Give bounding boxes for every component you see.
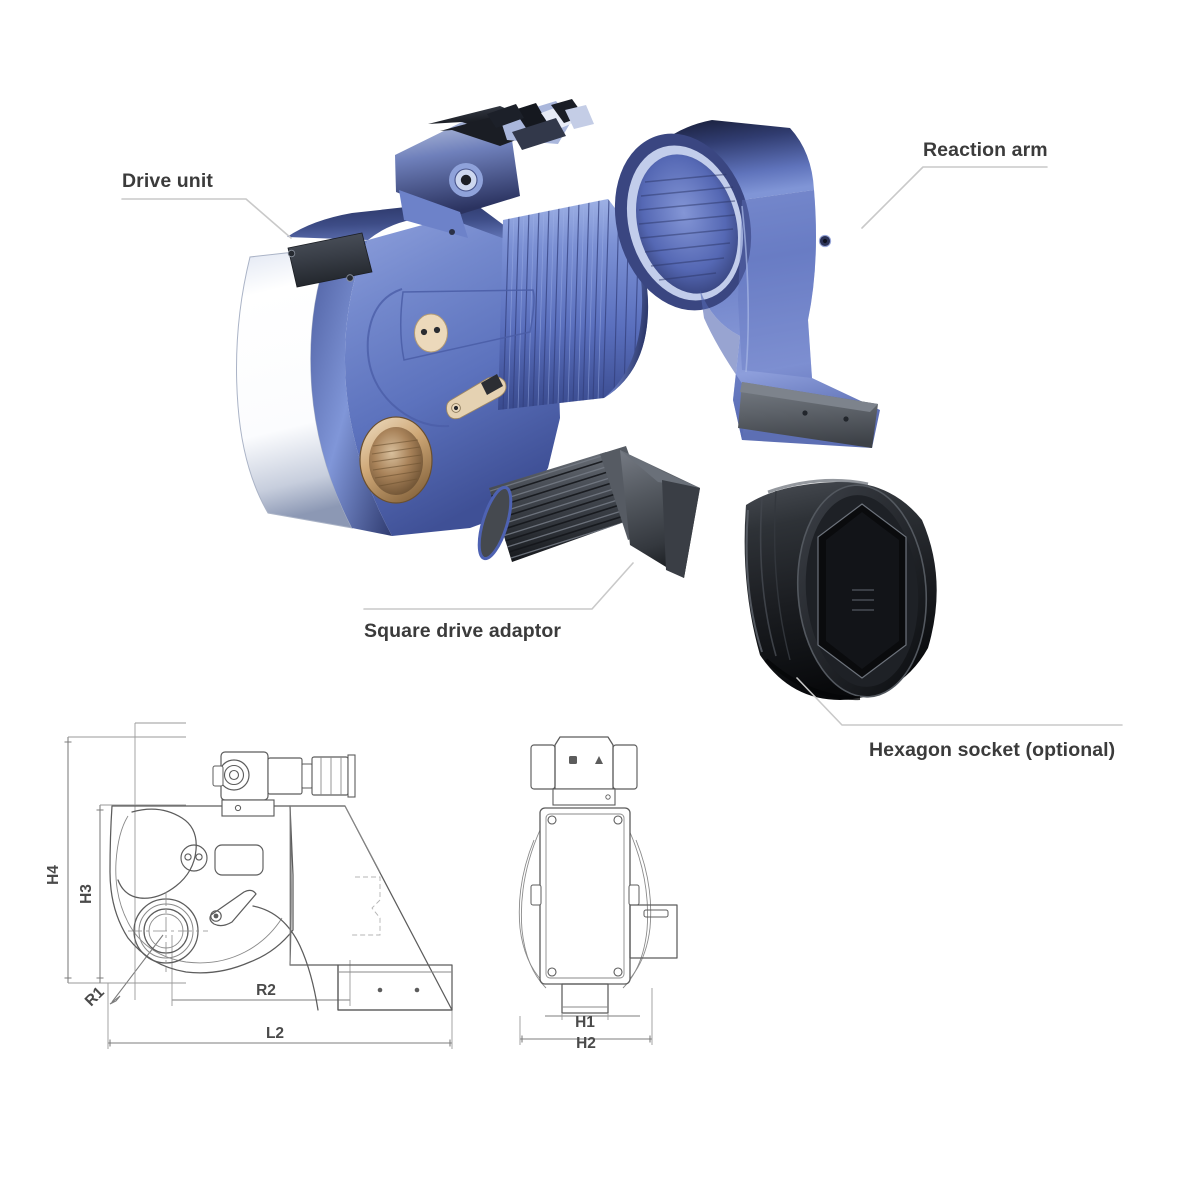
dimension-H3: H3 — [78, 804, 186, 984]
side-view-coupling — [212, 751, 356, 817]
reaction-arm-screw-slot — [822, 238, 828, 244]
body-contour-line — [366, 288, 450, 428]
adaptor-head-top — [620, 450, 700, 488]
drive-unit-rim — [310, 240, 392, 536]
dimension-label-L2: L2 — [266, 1025, 284, 1042]
leader-hexagon-socket — [796, 677, 1123, 726]
reaction-arm-foot — [738, 382, 878, 448]
reaction-arm-shadow-panel — [738, 190, 816, 378]
callouts-group: Drive unit Reaction arm Square drive ada… — [121, 139, 1123, 761]
side-view-arm-wedge — [289, 805, 453, 1011]
hexagon-socket-part — [744, 478, 937, 701]
socket-top-highlight — [767, 478, 869, 494]
dimension-H4: H4 — [45, 736, 186, 984]
dimension-label-H3: H3 — [78, 884, 95, 904]
indicator-plug — [414, 313, 448, 353]
adaptor-splines — [489, 453, 630, 559]
coupling-port-hole — [460, 174, 472, 186]
side-view-body — [109, 805, 294, 974]
reaction-arm-bore — [614, 133, 752, 311]
dimension-H2: H2 — [519, 988, 653, 1052]
side-view-arm-fillet — [252, 905, 319, 1011]
reaction-arm-web — [700, 290, 748, 440]
dimension-label-H2: H2 — [576, 1035, 596, 1052]
socket-hex-depth-marks — [852, 589, 874, 611]
dimension-L2: L2 — [107, 983, 453, 1049]
side-view-head-shape — [117, 808, 197, 899]
front-view-coupling — [530, 736, 638, 806]
callout-reaction-arm: Reaction arm — [923, 139, 1048, 161]
adaptor-spline-end — [477, 485, 513, 561]
reaction-arm-edge-highlight — [741, 205, 750, 373]
side-view-foot-plate — [337, 964, 453, 1011]
drive-unit-part — [236, 99, 649, 536]
coupling-stem — [399, 190, 468, 238]
side-view-socket-circles — [128, 892, 208, 972]
side-view-lever — [209, 889, 257, 927]
adaptor-head-shade — [662, 480, 700, 578]
release-lever — [446, 374, 507, 420]
leader-square-drive-adaptor — [363, 562, 634, 610]
rail-bolt-1 — [287, 249, 296, 258]
socket-collar-rings — [745, 490, 791, 661]
socket-bottom-shadow — [764, 658, 861, 701]
drive-unit-square-bore — [359, 416, 433, 504]
side-view-hidden-detail — [352, 876, 381, 936]
drive-unit-mount-rail — [287, 232, 373, 288]
dimension-label-R2: R2 — [256, 982, 276, 999]
front-view-body — [539, 807, 631, 985]
callout-square-drive-adaptor: Square drive adaptor — [364, 620, 561, 642]
side-view-head-contour — [115, 815, 283, 964]
side-view-panel — [214, 844, 264, 876]
dimension-H1: H1 — [545, 1013, 640, 1031]
leader-drive-unit — [121, 198, 292, 239]
dimension-label-R1: R1 — [82, 984, 108, 1010]
body-recessed-panel — [399, 289, 535, 361]
rail-bolt-2 — [346, 274, 354, 282]
leader-reaction-arm — [861, 166, 1048, 229]
dimension-R2: R2 — [171, 935, 351, 1006]
hydraulic-coupling — [395, 99, 594, 238]
coupling-stem-bolt — [449, 229, 455, 235]
side-view-indicator-plug — [180, 844, 208, 872]
reaction-arm-part — [614, 120, 880, 448]
callout-hexagon-socket: Hexagon socket (optional) — [869, 739, 1115, 761]
dimension-label-H1: H1 — [575, 1014, 595, 1031]
technical-drawing-side-view: H4 H3 R1 R2 — [45, 722, 453, 1049]
square-drive-adaptor-part — [477, 446, 700, 578]
dimension-label-H4: H4 — [45, 865, 62, 885]
quick-connect-fittings — [487, 99, 594, 150]
callout-drive-unit: Drive unit — [122, 170, 213, 192]
technical-drawing-front-view: H1 H2 — [518, 736, 678, 1052]
